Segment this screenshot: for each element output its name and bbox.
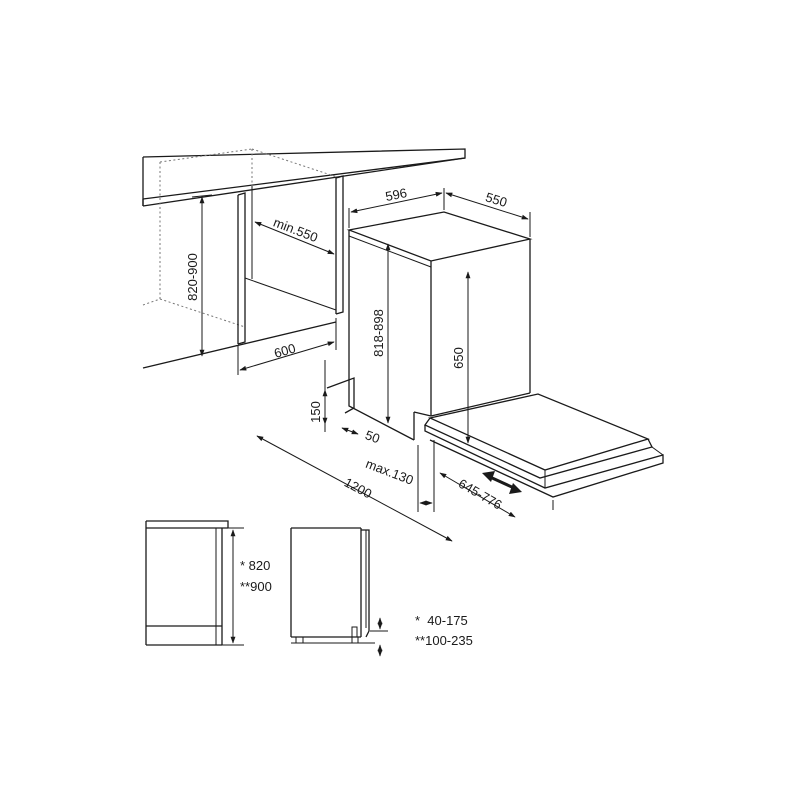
slide-double-arrow-icon: [482, 471, 522, 494]
niche-width-dimension-line: [239, 341, 335, 371]
panel-range-dimension-line: [439, 472, 516, 518]
door-swing-dimension-line: [256, 435, 453, 542]
side-view-cabinet: [145, 520, 244, 646]
door-swing-label: 1200: [342, 475, 375, 502]
plinth-setback-dimension-line: [341, 427, 359, 435]
side-height-label-2: **900: [240, 579, 272, 594]
dishwasher-body: [346, 211, 533, 441]
legend-note-2: **100-235: [415, 633, 473, 648]
plinth-setback-label: 50: [363, 427, 382, 446]
appliance-depth-dimension-line: [445, 192, 529, 220]
side-height-label-1: * 820: [240, 558, 270, 573]
side-view-dishwasher: [290, 527, 375, 644]
plinth: [326, 377, 355, 414]
appliance-width-label: 596: [384, 185, 408, 204]
plinth-max-label: max.130: [364, 456, 416, 488]
niche-depth-label: min.550: [271, 215, 320, 246]
niche-width-label: 600: [272, 340, 297, 360]
appliance-height-label: 818-898: [371, 309, 386, 357]
appliance-depth-label: 550: [484, 189, 509, 210]
niche-depth-dimension-line: [254, 221, 335, 255]
plinth-height-label: 150: [308, 401, 323, 423]
open-door: [424, 393, 664, 498]
legend-note-1: * 40-175: [415, 613, 468, 628]
niche-height-label: 820-900: [185, 253, 200, 301]
appliance-width-dimension-line: [350, 191, 443, 214]
countertop-niche: [142, 148, 466, 369]
inner-height-label: 650: [451, 347, 466, 369]
